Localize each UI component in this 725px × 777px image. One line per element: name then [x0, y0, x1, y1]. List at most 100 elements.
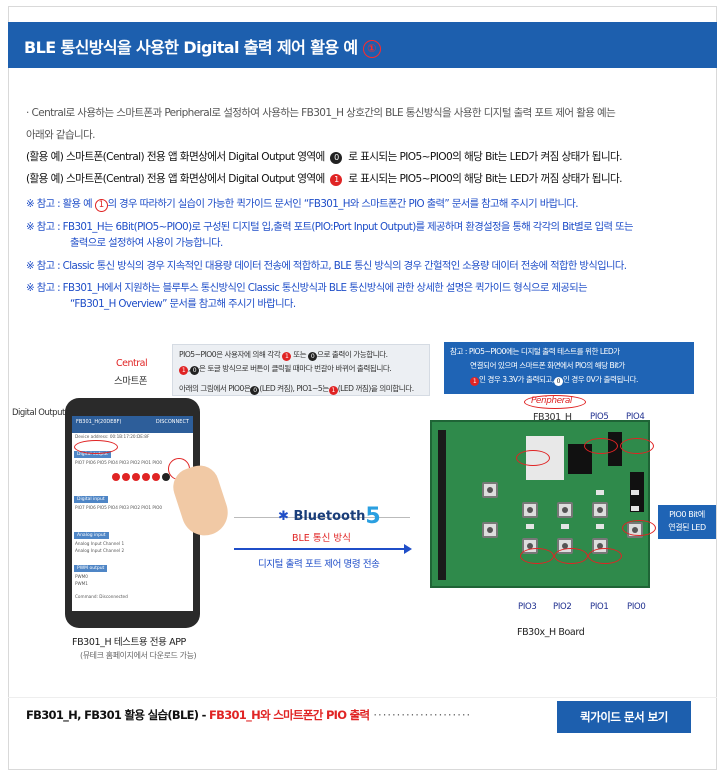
footer-link-text: FB301_H, FB301 활용 실습(BLE) - FB301_H와 스마트…: [26, 707, 471, 723]
footer-highlight: FB301_H와 스마트폰간 PIO 출력: [208, 708, 370, 722]
led-note-callout: 참고 : PIO5~PIO0에는 디지털 출력 테스트를 위한 LED가 연결되…: [444, 342, 694, 394]
app-pio-labels-input: PIO7 PIO6 PIO5 PIO4 PIO3 PIO2 PIO1 PIO0: [75, 505, 163, 510]
led-ring: [584, 438, 618, 454]
pio-button: [162, 473, 170, 481]
led-ring: [516, 450, 550, 466]
board-model-label: FB301_H: [533, 412, 572, 423]
app-digital-output-tag: Digital output: [74, 451, 111, 458]
intro-line-2: 아래와 같습니다.: [26, 129, 96, 141]
command-label: 디지털 출력 포트 제어 명령 전송: [258, 559, 380, 570]
note-2: ※ 참고 : FB301_H는 6Bit(PIO5~PIO0)로 구성된 디지털…: [26, 219, 633, 251]
app-pio-labels: PIO7 PIO6 PIO5 PIO4 PIO3 PIO2 PIO1 PIO0: [75, 460, 163, 465]
black-dot-icon: 0: [330, 152, 343, 164]
digital-output-label: Digital Output: [12, 408, 65, 418]
note-4-line-2: “FB301_H Overview” 문서를 참고해 주시기 바랍니다.: [70, 298, 296, 310]
signal-line: [234, 517, 410, 518]
pio-button: [142, 473, 150, 481]
note-line-3-b: 인 경우 3.3V가 출력되고,: [479, 375, 554, 384]
pin-label-pio4: PIO4: [626, 412, 645, 422]
app-title: FB301_H(20DE8F): [76, 419, 122, 425]
pin-label-pio3: PIO3: [518, 602, 537, 612]
pio-button: [152, 473, 160, 481]
callout-line-2-b: 은 토글 방식으로 버튼이 클릭될 때마다 번갈아 바뀌어 출력됩니다.: [198, 364, 392, 373]
example-1-post: 로 표시되는 PIO5~PIO0의 해당 Bit는 LED가 켜짐 상태가 됩니…: [348, 151, 622, 163]
pio-led: [526, 524, 534, 529]
led-ring: [520, 548, 554, 564]
intro-line-1: · Central로 사용하는 스마트폰과 Peripheral로 설정하여 사…: [26, 107, 616, 119]
pio0-led-callout: PIO0 Bit에 연결된 LED: [658, 505, 716, 539]
callout-line-1-c: 으로 출력이 가능합니다.: [316, 350, 388, 359]
led-ring: [554, 548, 588, 564]
example-1-pre: (활용 예) 스마트폰(Central) 전용 앱 화면상에서 Digital …: [26, 151, 325, 163]
pio-led: [561, 524, 569, 529]
pio-led: [631, 506, 639, 511]
example-2: (활용 예) 스마트폰(Central) 전용 앱 화면상에서 Digital …: [26, 171, 623, 186]
footer-title: FB301_H, FB301 활용 실습(BLE) -: [26, 708, 209, 722]
black-dot-icon: 0: [553, 377, 563, 386]
example-2-pre: (활용 예) 스마트폰(Central) 전용 앱 화면상에서 Digital …: [26, 173, 325, 185]
divider: [8, 697, 717, 698]
callout-line-3-c: (LED 꺼짐)을 의미합니다.: [337, 384, 414, 393]
pin-label-pio0: PIO0: [627, 602, 646, 612]
red-dot-icon: 1: [179, 366, 188, 375]
bluetooth-text: Bluetooth: [293, 509, 366, 524]
pin-label-pio1: PIO1: [590, 602, 609, 612]
pio-button: [112, 473, 120, 481]
app-digital-input-tag: Digital input: [74, 496, 108, 503]
led-ring: [588, 548, 622, 564]
board-caption: FB30x_H Board: [517, 627, 585, 638]
note-line-1: 참고 : PIO5~PIO0에는 디지털 출력 테스트를 위한 LED가: [450, 347, 620, 356]
note-2-line-1: ※ 참고 : FB301_H는 6Bit(PIO5~PIO0)로 구성된 디지털…: [26, 221, 633, 233]
board-button: [557, 502, 573, 518]
bluetooth-version: 5: [365, 504, 381, 529]
page-title: BLE 통신방식을 사용한 Digital 출력 제어 활용 예 ①: [24, 34, 381, 58]
title-number-badge: ①: [362, 40, 381, 58]
note-2-line-2: 출력으로 설정하여 사용이 가능합니다.: [70, 237, 223, 249]
callout-line-1-b: 또는: [293, 350, 307, 359]
note-4-line-1: ※ 참고 : FB301_H에서 지원하는 블루투스 통신방식인 Classic…: [26, 282, 588, 294]
smartphone-label: 스마트폰: [114, 376, 147, 387]
led-ring: [620, 438, 654, 454]
central-label: Central: [116, 358, 148, 369]
app-analog-1: Analog Input Channel 1: [75, 541, 125, 546]
content-frame: [8, 6, 717, 770]
red-dot-icon: 1: [470, 377, 479, 386]
quick-guide-button[interactable]: 퀵가이드 문서 보기: [557, 701, 691, 733]
note-1-post: 의 경우 따라하기 실습이 가능한 퀵가이드 문서인 “FB301_H와 스마트…: [107, 198, 579, 210]
circled-number-icon: 1: [94, 199, 108, 212]
example-2-post: 로 표시되는 PIO5~PIO0의 해당 Bit는 LED가 꺼짐 상태가 됩니…: [348, 173, 622, 185]
app-pwm1: PWM1: [75, 581, 88, 586]
footer-dots: ·····················: [373, 708, 472, 722]
red-dot-icon: 1: [328, 386, 338, 395]
bluetooth-logo: ✱ Bluetooth5: [278, 504, 381, 529]
pio-led: [631, 490, 639, 495]
bluetooth-icon: ✱: [278, 509, 289, 524]
black-dot-icon: 0: [307, 352, 317, 361]
red-dot-icon: 1: [282, 352, 292, 361]
board-button: [482, 482, 498, 498]
app-pwm-output-tag: PWM output: [74, 565, 108, 572]
example-1: (활용 예) 스마트폰(Central) 전용 앱 화면상에서 Digital …: [26, 149, 623, 164]
note-3: ※ 참고 : Classic 통신 방식의 경우 지속적인 대용량 데이터 전송…: [26, 260, 627, 272]
note-line-2: 연결되어 있으며 스마트폰 화면에서 PIO의 해당 Bit가: [470, 361, 625, 370]
app-caption: FB301_H 테스트용 전용 APP: [72, 637, 186, 648]
pin-label-pio5: PIO5: [590, 412, 609, 422]
app-pwm0: PWM0: [75, 574, 88, 579]
pio-led: [596, 490, 604, 495]
note-1-pre: ※ 참고 : 활용 예: [26, 198, 95, 210]
board-button: [522, 502, 538, 518]
board-button: [592, 502, 608, 518]
ble-method-label: BLE 통신 방식: [292, 533, 351, 544]
intro-text: · Central로 사용하는 스마트폰과 Peripheral로 설정하여 사…: [26, 102, 616, 146]
led-callout-line-2: 연결된 LED: [668, 523, 706, 532]
note-line-3-d: 인 경우 0V가 출력됩니다.: [562, 375, 639, 384]
app-sub-caption: (뮤테크 홈페이지에서 다운로드 가능): [80, 651, 197, 660]
board-button: [482, 522, 498, 538]
callout-line-3-b: (LED 켜짐), PIO1~5는: [259, 384, 329, 393]
app-analog-input-tag: Analog input: [74, 532, 109, 539]
